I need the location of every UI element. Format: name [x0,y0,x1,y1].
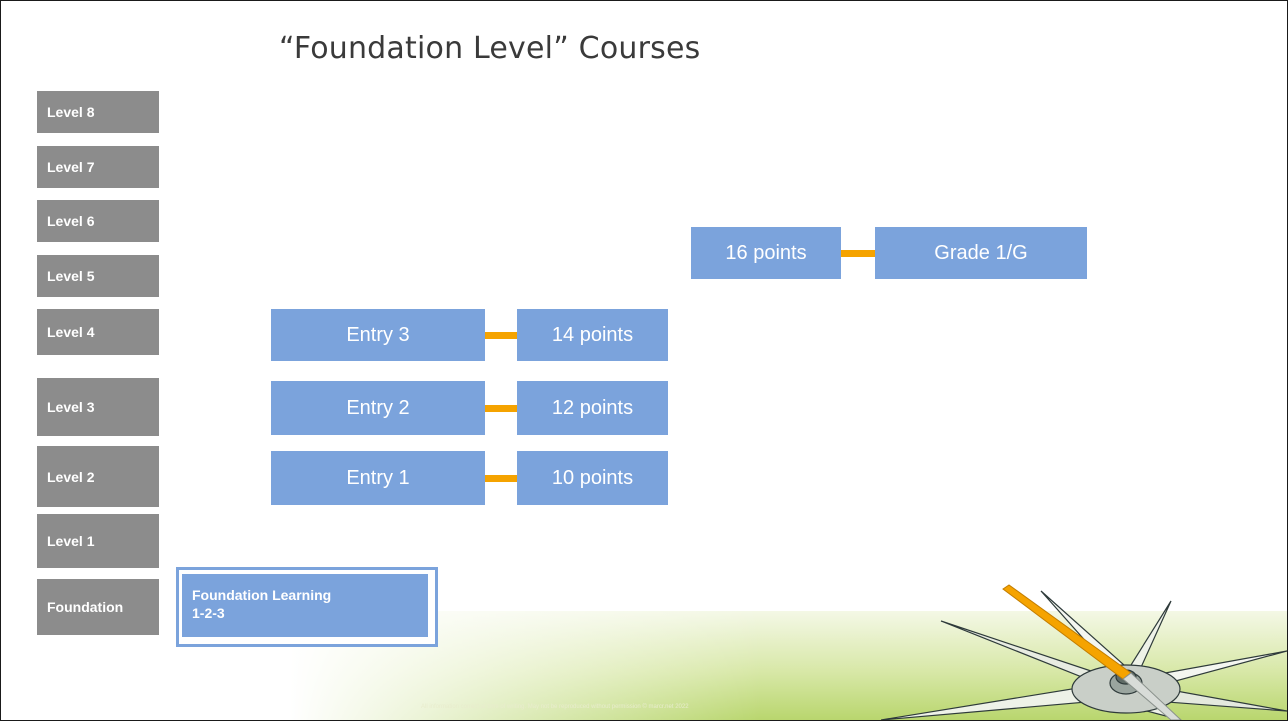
level-6-label: Level 6 [37,200,159,242]
entry-2-box: Entry 2 [271,381,485,435]
foundation-learning-subtitle: 1-2-3 [192,605,225,621]
points-12-box: 12 points [517,381,668,435]
connector-line [485,405,517,412]
connector-line [485,332,517,339]
level-2-label: Level 2 [37,446,159,507]
copyright-footer: All information correct at time of writi… [421,704,689,710]
points-10-box: 10 points [517,451,668,505]
entry-3-box: Entry 3 [271,309,485,361]
connector-line [485,475,517,482]
foundation-learning-title: Foundation Learning [192,587,332,603]
level-1-label: Level 1 [37,514,159,568]
foundation-learning-box: Foundation Learning 1-2-3 [182,574,428,637]
grade-1g-box: Grade 1/G [875,227,1087,279]
slide-title: “Foundation Level” Courses [279,31,701,66]
foundation-level-label: Foundation [37,579,159,635]
level-7-label: Level 7 [37,146,159,188]
level-5-label: Level 5 [37,255,159,297]
points-14-box: 14 points [517,309,668,361]
level-3-label: Level 3 [37,378,159,436]
connector-line [841,250,875,257]
points-16-box: 16 points [691,227,841,279]
level-8-label: Level 8 [37,91,159,133]
entry-1-box: Entry 1 [271,451,485,505]
compass-rose-icon [881,584,1287,720]
level-4-label: Level 4 [37,309,159,355]
